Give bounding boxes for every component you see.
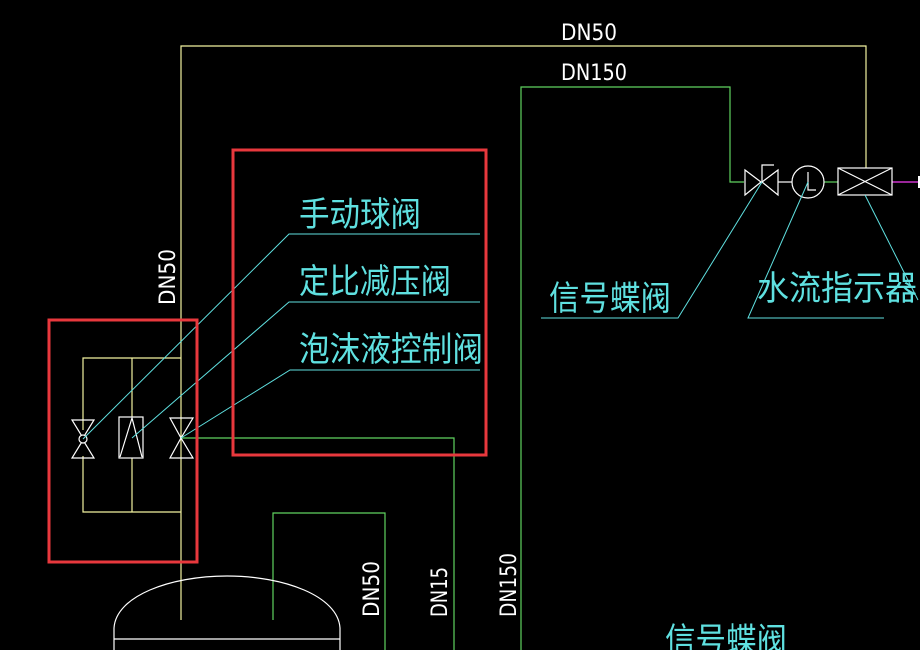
manual-ball-valve-icon[interactable] [70, 419, 96, 459]
callout-signal-butterfly-valve: 信号蝶阀 [549, 279, 671, 319]
pipe-dn50-main [180, 45, 867, 620]
label-top-dn50: DN50 [561, 21, 617, 46]
highlight-box-valves [47, 318, 199, 564]
pipe-dn15 [181, 437, 455, 650]
leader-flow-switch [747, 181, 884, 319]
signal-butterfly-valve-icon[interactable] [744, 164, 792, 197]
label-bottom-dn15: DN15 [428, 567, 453, 617]
leader-signal-butterfly-valve [541, 181, 763, 319]
pressure-reducing-valve-icon[interactable] [118, 415, 144, 459]
water-flow-indicator-icon[interactable] [837, 167, 893, 196]
leader-water-flow-indicator [864, 194, 919, 301]
label-bottom-dn150: DN150 [497, 553, 522, 617]
pipe-dn50-tank [272, 512, 386, 650]
valve-assembly [82, 357, 181, 513]
callout-manual-ball-valve: 手动球阀 [299, 195, 421, 235]
foam-control-valve-icon[interactable] [168, 417, 195, 459]
leader-lines [82, 181, 919, 440]
callout-water-flow-indicator: 水流指示器 [757, 269, 917, 309]
leader-pressure-reducing-valve [131, 301, 480, 439]
pipe-dn150-main [520, 86, 744, 650]
label-top-dn150: DN150 [561, 61, 627, 86]
foam-tank-icon [113, 575, 341, 650]
label-left-dn50: DN50 [156, 249, 181, 305]
outlet-marker [918, 176, 920, 188]
callout-signal-butterfly-valve-lower: 信号蝶阀 [665, 621, 787, 650]
highlight-box-labels [231, 148, 488, 457]
leader-manual-ball-valve [82, 233, 480, 440]
callout-foam-control-valve: 泡沫液控制阀 [299, 330, 483, 370]
callout-pressure-reducing-valve: 定比减压阀 [299, 262, 451, 302]
flow-switch-icon[interactable] [791, 165, 825, 199]
label-bottom-dn50: DN50 [360, 561, 385, 617]
leader-foam-control-valve [180, 369, 480, 439]
